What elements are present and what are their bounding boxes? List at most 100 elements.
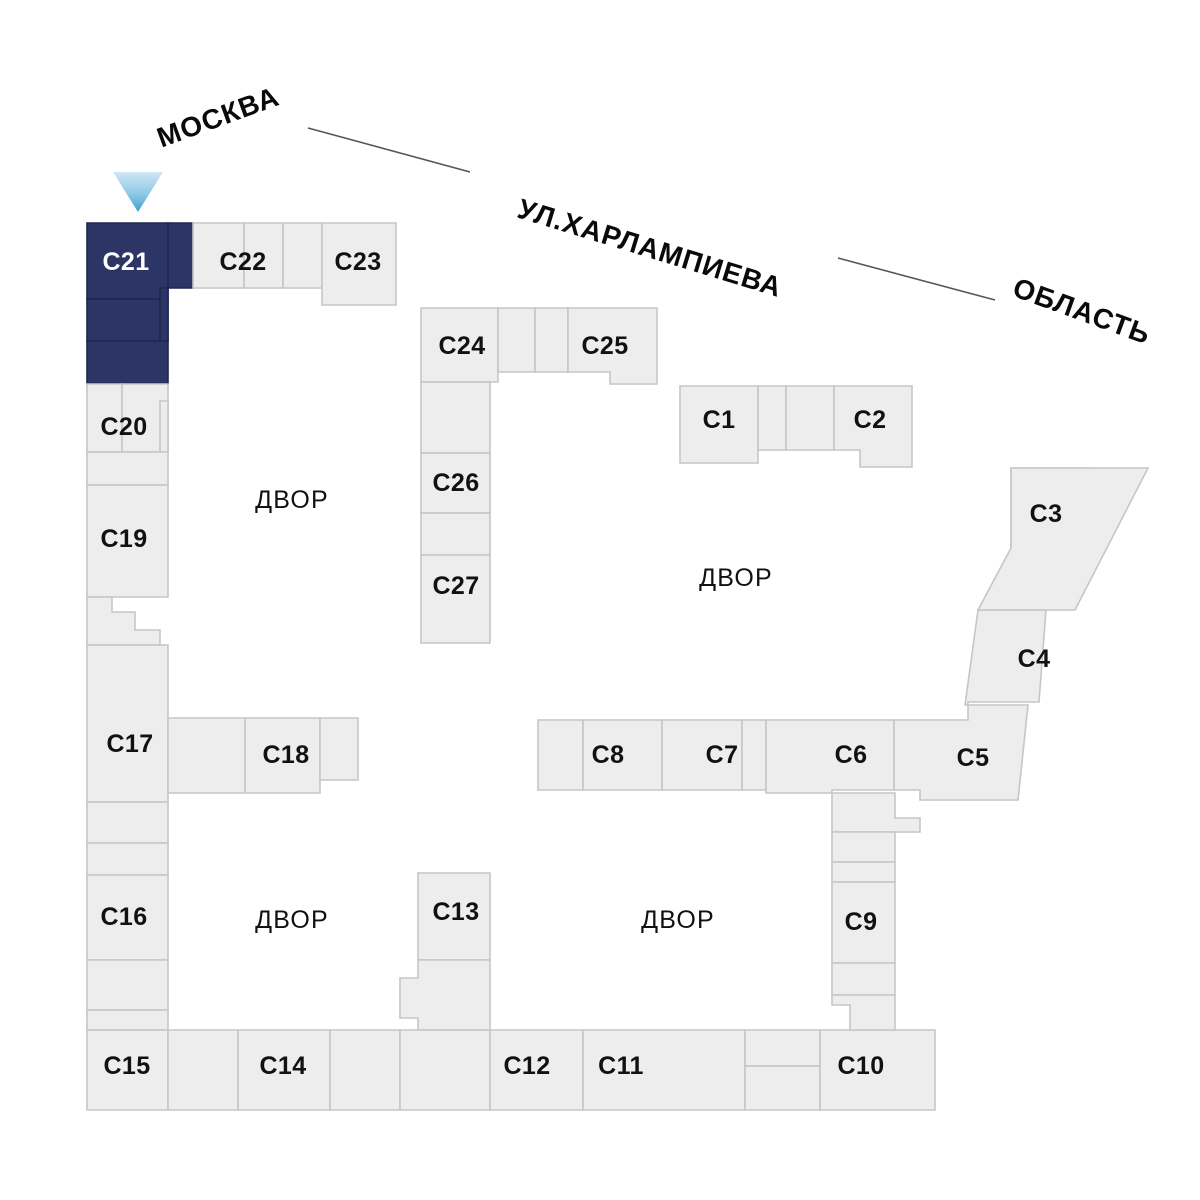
- building-section-c10-2[interactable]: [744, 1065, 821, 1111]
- building-c27[interactable]: C27: [420, 554, 491, 644]
- building-c22[interactable]: C22: [192, 222, 323, 289]
- building-c3[interactable]: C3: [976, 467, 1150, 611]
- building-c12[interactable]: C12: [399, 1029, 584, 1111]
- building-c23[interactable]: C23: [321, 222, 397, 306]
- building-section-c19-2[interactable]: [86, 596, 161, 646]
- building-section-c15-2[interactable]: [167, 1029, 239, 1111]
- building-c16[interactable]: C16: [86, 801, 169, 1031]
- selected-location-marker-group: [113, 172, 163, 212]
- building-section-c10-3[interactable]: [819, 1029, 936, 1111]
- building-section-c20-4[interactable]: [86, 451, 169, 486]
- building-section-c9-5[interactable]: [831, 962, 896, 996]
- building-c17[interactable]: C17: [86, 644, 246, 803]
- building-section-c24-2[interactable]: [497, 307, 536, 373]
- building-section-c8-1[interactable]: [537, 719, 584, 791]
- street-leader-line-leader-left: [307, 127, 471, 173]
- building-c15[interactable]: C15: [86, 1029, 239, 1111]
- building-c18[interactable]: C18: [244, 717, 359, 794]
- building-section-c18-1[interactable]: [244, 717, 321, 794]
- building-section-c21-4[interactable]: [86, 340, 169, 385]
- building-section-c19-1[interactable]: [86, 484, 169, 598]
- building-c6[interactable]: C6: [765, 719, 895, 794]
- building-section-c21-3[interactable]: [86, 298, 169, 342]
- street-leader-lines-group: [307, 127, 996, 301]
- building-section-c20-3[interactable]: [159, 400, 169, 453]
- building-c4[interactable]: C4: [964, 609, 1051, 706]
- building-c2[interactable]: C2: [785, 385, 913, 468]
- building-c11[interactable]: C11: [582, 1029, 746, 1111]
- building-section-c5-1[interactable]: [893, 704, 1029, 801]
- building-section-c16-5[interactable]: [86, 1009, 169, 1031]
- building-section-c25-2[interactable]: [567, 307, 658, 385]
- building-label-c14: C14: [259, 1052, 306, 1080]
- building-section-c16-1[interactable]: [86, 801, 169, 844]
- building-section-c9-3[interactable]: [831, 861, 896, 883]
- building-c1[interactable]: C1: [679, 385, 787, 464]
- building-label-c17: C17: [106, 730, 153, 758]
- building-section-c16-2[interactable]: [86, 842, 169, 876]
- street-label-harlampieva: УЛ.ХАРЛАМПИЕВА: [514, 193, 786, 303]
- building-section-c9-6[interactable]: [831, 994, 896, 1031]
- building-label-c12: C12: [503, 1052, 550, 1080]
- building-c25[interactable]: C25: [534, 307, 658, 385]
- building-c5[interactable]: C5: [893, 704, 1029, 801]
- building-label-c1: C1: [703, 406, 736, 434]
- building-section-c13-2[interactable]: [399, 959, 491, 1031]
- building-section-c2-2[interactable]: [833, 385, 913, 468]
- building-c26[interactable]: C26: [420, 452, 491, 556]
- building-section-c27-1[interactable]: [420, 554, 491, 644]
- building-label-c6: C6: [835, 741, 868, 769]
- building-c9[interactable]: C9: [831, 792, 921, 1031]
- building-label-c16: C16: [100, 903, 147, 931]
- building-c19[interactable]: C19: [86, 484, 169, 646]
- building-label-c5: C5: [957, 744, 990, 772]
- building-section-c3-2[interactable]: [976, 467, 1150, 611]
- building-c13[interactable]: C13: [399, 872, 491, 1031]
- building-c8[interactable]: C8: [537, 719, 663, 791]
- building-section-c7-2[interactable]: [741, 719, 767, 791]
- building-c21[interactable]: C21: [86, 222, 194, 385]
- building-section-c25-1[interactable]: [534, 307, 569, 373]
- building-c24[interactable]: C24: [420, 307, 536, 454]
- building-section-c10-1[interactable]: [744, 1029, 821, 1067]
- selected-location-marker-icon: [113, 172, 163, 212]
- building-section-c12-1[interactable]: [399, 1029, 491, 1111]
- building-section-c1-2[interactable]: [757, 385, 787, 451]
- building-section-c17-1[interactable]: [86, 644, 169, 803]
- building-label-c8: C8: [592, 741, 625, 769]
- building-section-c17-2[interactable]: [167, 717, 246, 794]
- building-section-c16-4[interactable]: [86, 959, 169, 1011]
- building-label-c9: C9: [845, 908, 878, 936]
- building-label-c19: C19: [100, 525, 147, 553]
- building-label-c4: C4: [1018, 645, 1051, 673]
- building-section-c21-5[interactable]: [159, 287, 169, 342]
- building-section-c18-2[interactable]: [319, 717, 359, 781]
- street-label-oblast: ОБЛАСТЬ: [1009, 272, 1155, 350]
- building-section-c23-1[interactable]: [321, 222, 397, 306]
- building-c20[interactable]: C20: [86, 383, 169, 486]
- building-section-c9-2[interactable]: [831, 831, 896, 863]
- building-label-c15: C15: [103, 1052, 150, 1080]
- yard-label-yard-nw: ДВОР: [255, 486, 329, 514]
- building-section-c1-1[interactable]: [679, 385, 759, 464]
- building-label-c3: C3: [1030, 500, 1063, 528]
- building-section-c9-1[interactable]: [831, 792, 921, 833]
- building-c7[interactable]: C7: [661, 719, 767, 791]
- building-section-c24-3[interactable]: [420, 381, 491, 454]
- building-label-c21: C21: [102, 248, 149, 276]
- building-c10[interactable]: C10: [744, 1029, 936, 1111]
- building-label-c25: C25: [581, 332, 628, 360]
- building-section-c2-1[interactable]: [785, 385, 835, 451]
- building-section-c22-3[interactable]: [282, 222, 323, 289]
- building-c14[interactable]: C14: [237, 1029, 401, 1111]
- building-section-c6-1[interactable]: [765, 719, 895, 794]
- building-section-c14-2[interactable]: [329, 1029, 401, 1111]
- yard-label-yard-ne: ДВОР: [699, 564, 773, 592]
- building-section-c26-2[interactable]: [420, 512, 491, 556]
- building-section-c21-2[interactable]: [167, 222, 194, 289]
- building-section-c24-1[interactable]: [420, 307, 499, 383]
- yard-label-yard-se: ДВОР: [641, 906, 715, 934]
- building-label-c2: C2: [854, 406, 887, 434]
